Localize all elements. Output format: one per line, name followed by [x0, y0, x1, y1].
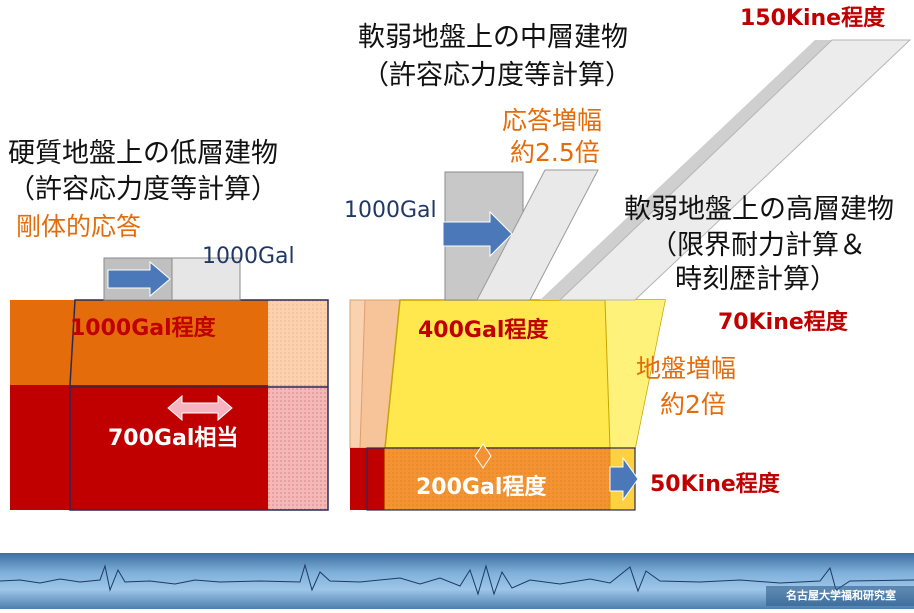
middle-base-label: 200Gal程度	[416, 475, 547, 500]
left-building	[103, 257, 241, 301]
left-upper-layer-label: 1000Gal程度	[70, 316, 216, 341]
middle-top-accel-label: 1000Gal	[344, 198, 437, 223]
soft-ground-base-orange	[384, 447, 611, 511]
right-title-line1: 軟弱地盤上の高層建物	[624, 194, 894, 225]
right-ground-amp-line2: 約2倍	[660, 390, 726, 419]
left-upper-layer-hatched	[268, 300, 328, 385]
middle-amp-line1: 応答増幅	[502, 106, 603, 135]
footer-lab-plate	[766, 586, 914, 606]
double-arrow-shape	[167, 394, 233, 422]
high-rise-building	[540, 39, 912, 301]
base-diamond-marker	[474, 443, 492, 469]
right-surface-velocity-label: 70Kine程度	[718, 310, 848, 335]
left-response-label: 剛体的応答	[16, 212, 142, 241]
mid-rise-arrow	[442, 210, 513, 258]
middle-title-line2: （許容応力度等計算）	[362, 60, 632, 91]
footer-lab-name: 名古屋大学福和研究室	[786, 589, 896, 602]
right-ground-amp-line1: 地盤増幅	[636, 354, 737, 383]
high-rise-body	[558, 39, 912, 301]
soft-ground-yellow-divider	[604, 299, 611, 449]
mid-rise-building	[442, 169, 599, 301]
right-top-velocity-label: 150Kine程度	[740, 6, 886, 31]
right-title-line2: （限界耐力計算＆	[650, 230, 866, 261]
middle-surface-label: 400Gal程度	[418, 318, 549, 343]
right-base-velocity-label: 50Kine程度	[650, 472, 780, 497]
mid-rise-deformed	[476, 169, 599, 301]
footer-banner	[0, 553, 914, 609]
middle-title-line1: 軟弱地盤上の中層建物	[358, 22, 628, 53]
right-title-line3: 時刻歴計算）	[675, 264, 837, 295]
left-building-arrow	[107, 260, 171, 298]
left-lower-layer-hatched	[268, 385, 328, 510]
left-title-line1: 硬質地盤上の低層建物	[8, 138, 278, 169]
soft-ground-yellow-hatched	[605, 300, 665, 448]
middle-amp-line2: 約2.5倍	[510, 138, 600, 167]
left-upper-layer	[10, 300, 268, 385]
high-rise-shadow	[540, 40, 835, 300]
left-building-body	[171, 257, 241, 301]
left-ground-double-arrow	[167, 394, 233, 422]
left-deformed-outline	[69, 299, 329, 511]
left-ground-block	[10, 299, 329, 511]
base-velocity-arrow	[609, 456, 639, 502]
left-title-line2: （許容応力度等計算）	[8, 174, 278, 205]
left-top-accel-label: 1000Gal	[202, 244, 295, 269]
left-lower-layer-label: 700Gal相当	[108, 426, 239, 451]
soft-ground-block	[349, 299, 666, 511]
footer-waveform	[0, 563, 914, 596]
